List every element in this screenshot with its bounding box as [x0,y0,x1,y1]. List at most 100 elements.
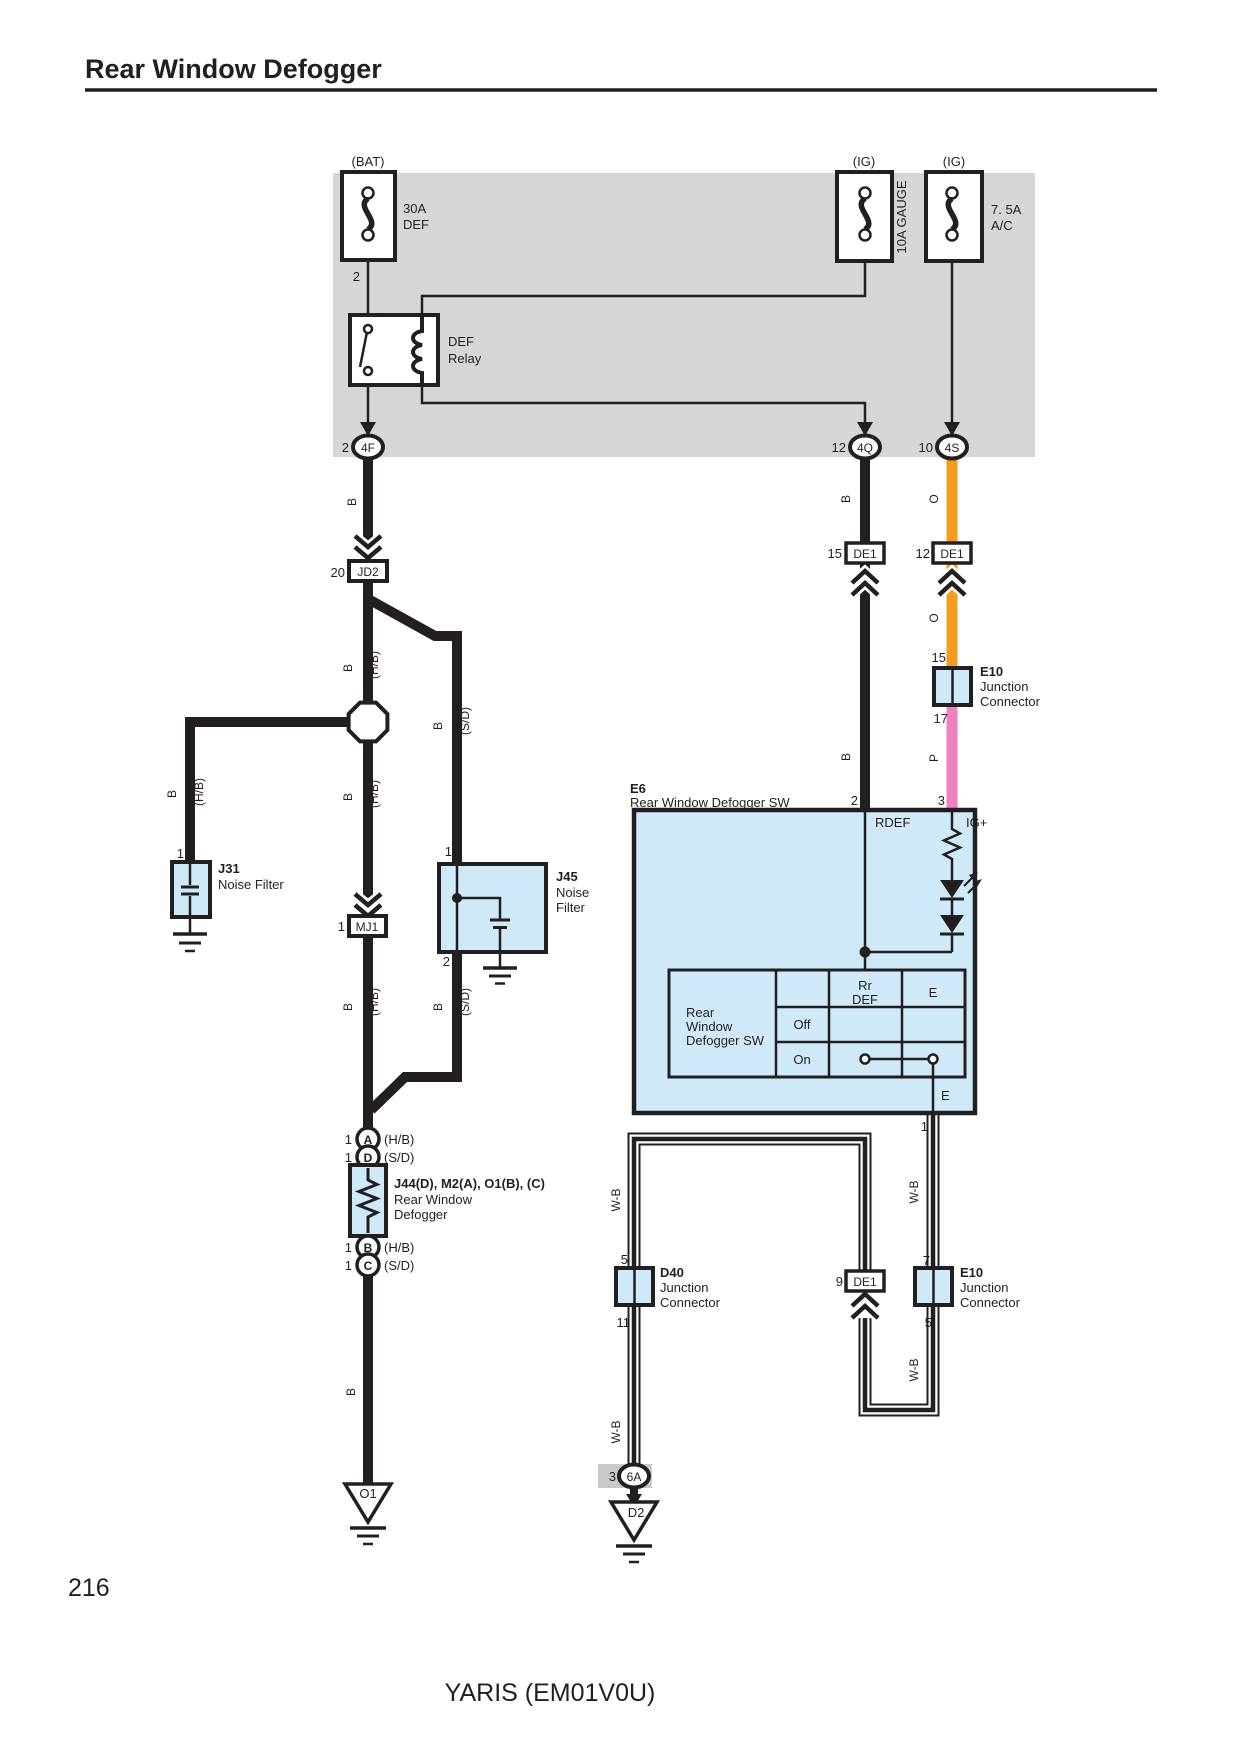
fuse-icon [858,186,872,242]
ground-d2: D2 [607,1487,661,1564]
wire-label-sd: (S/D) [458,988,472,1016]
terminal-e: E [941,1088,950,1103]
table-device-1: Rear [686,1005,715,1020]
pin-d: D [364,1151,373,1165]
wire-label-b: B [839,495,853,503]
j45-pin-top: 1 [445,844,452,859]
ig-label: (IG) [853,154,875,169]
chevron-up-icon [850,1290,880,1320]
j44-pin-d-num: 1 [345,1150,352,1165]
page-header: Rear Window Defogger [85,54,1157,92]
wire-label-o: O [927,494,941,503]
table-device-3: Defogger SW [686,1033,765,1048]
wire-label-b: B [165,790,179,798]
e10-bottom-id: E10 [960,1265,983,1280]
table-row-on: On [793,1052,810,1067]
e10-top-id: E10 [980,664,1003,679]
ground-icon [483,952,517,985]
terminal-rdef: RDEF [875,815,910,830]
j31-id: J31 [218,861,240,876]
fuse-def-rating: 30A [403,201,426,216]
ground-d2-id: D2 [628,1505,645,1520]
j44-pin-b-wire: (H/B) [384,1240,414,1255]
wire-label-b: B [344,1388,358,1396]
table-col-rrdef-1: Rr [858,978,872,993]
wire-label-b: B [341,1003,355,1011]
j31-name: Noise Filter [218,877,284,892]
j45-pin-bottom: 2 [443,954,450,969]
wire-label-wb: W-B [609,1188,623,1211]
mj1-id: MJ1 [356,920,379,934]
wire-coil-to-4q [420,383,867,425]
e10-junction-bottom: 7 E10 Junction Connector 5 [913,1253,1021,1330]
wb-wires [627,1113,940,1465]
capacitor-icon [181,862,199,917]
j44-pin-d-wire: (S/D) [384,1150,414,1165]
e10-junction-top: 15 E10 Junction Connector 17 [932,650,1041,726]
connector-4s-pin: 10 [919,440,933,455]
connector-4q-pin: 12 [832,440,846,455]
page-title: Rear Window Defogger [85,54,382,84]
j44-defogger: 1 A (H/B) 1 D (S/D) J44(D), M2(A), O1(B)… [345,1126,545,1278]
e10-bottom-name-2: Connector [960,1295,1021,1310]
d40-pin-out: 11 [617,1315,631,1330]
wire-label-sd: (S/D) [458,707,472,735]
d40-pin-in: 5 [621,1252,628,1267]
fuse-ac-rating: 7. 5A [991,202,1022,217]
power-panel [333,173,1035,457]
fuse-gauge-name: 10A GAUGE [894,180,909,253]
wire-b-sd-return [367,952,462,1114]
e10-bottom-pin-out: 5 [925,1315,932,1330]
e10-bottom-pin-in: 7 [923,1253,930,1268]
connector-4q: 4Q 12 [832,433,882,461]
switch-table: Rear Window Defogger SW Rr DEF E Off On [667,968,967,1079]
j45-id: J45 [556,869,578,884]
wire-color-labels: B B (H/B) B (H/B) B (H/B) B (H/B) B (S/D… [165,494,941,1443]
feed-wires [360,240,960,436]
ground-icon [173,917,207,953]
e10-top-name-1: Junction [980,679,1028,694]
wire-label-wb: W-B [907,1358,921,1381]
connector-4s-id: 4S [945,441,960,455]
chevron-up-icon [937,567,967,597]
pin-circle-c [355,1252,381,1278]
wire-gauge-to-coil [420,240,867,317]
e10-top-pin-in: 15 [932,650,946,665]
j44-name-2: Defogger [394,1207,448,1222]
wire-label-b: B [345,498,359,506]
resistor-icon [354,1168,382,1233]
j44-pin-b-num: 1 [345,1240,352,1255]
fuse-ac-name: A/C [991,218,1013,233]
chevron-up-icon [850,567,880,597]
relay-name-2: Relay [448,351,482,366]
wire-label-hb: (H/B) [367,988,381,1016]
pin-b: B [364,1241,373,1255]
resistor-icon [940,810,964,880]
e6-name: Rear Window Defogger SW [630,795,790,810]
main-wires [185,452,958,1484]
connector-4f-id: 4F [361,441,375,455]
wire-label-hb: (H/B) [367,780,381,808]
wire-label-wb: W-B [609,1420,623,1443]
wire-label-hb: (H/B) [367,651,381,679]
chevron-down-icon [353,534,383,561]
table-col-e: E [929,985,938,1000]
d40-name-1: Junction [660,1280,708,1295]
j44-name-1: Rear Window [394,1192,473,1207]
j44-id: J44(D), M2(A), O1(B), (C) [394,1176,545,1191]
j44-pin-c-num: 1 [345,1258,352,1273]
wire-label-o: O [927,613,941,622]
e6-box [631,807,978,1116]
page-footer: 216 YARIS (EM01V0U) [68,1574,655,1707]
wire-label-b: B [341,793,355,801]
j44-pin-c-wire: (S/D) [384,1258,414,1273]
ground-icon [616,1544,652,1564]
wire-label-b: B [341,664,355,672]
e6-pin-e: 1 [921,1119,928,1134]
d40-junction: 5 D40 Junction Connector 11 [614,1252,721,1330]
fuse-def-name: DEF [403,217,429,232]
wire-wb-e10-to-de1 [862,1305,936,1413]
shield-6a-pin: 3 [609,1469,616,1484]
jd2-pin: 20 [331,565,345,580]
